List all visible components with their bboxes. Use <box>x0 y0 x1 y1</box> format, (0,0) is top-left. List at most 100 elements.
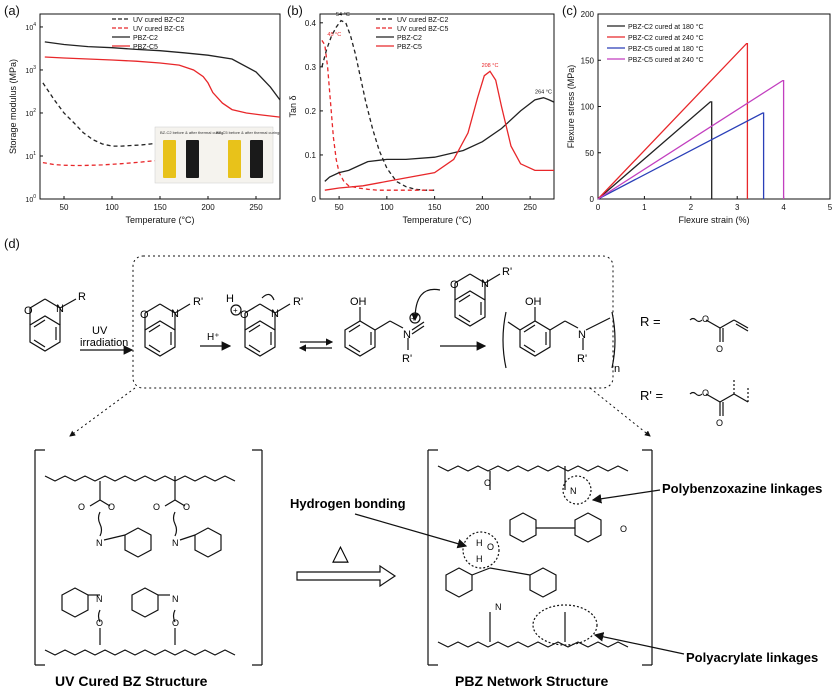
x-tick-label: 4 <box>781 203 786 212</box>
svg-text:O: O <box>620 524 627 534</box>
rprime-definition: R' = <box>640 388 663 403</box>
x-axis-label: Temperature (°C) <box>125 215 194 225</box>
yellow-sample-c5 <box>228 140 241 178</box>
svg-text:N: N <box>570 486 577 496</box>
legend-label-1: PBZ-C2 cured at 240 °C <box>628 34 704 42</box>
x-tick-label: 5 <box>828 203 833 212</box>
legend-label-1: UV cured BZ-C5 <box>133 26 184 33</box>
panel-label-d: (d) <box>4 236 20 251</box>
panel-label-b: (b) <box>287 3 303 18</box>
left-dotted-arrow <box>69 387 136 437</box>
benzoxazine-rprime <box>144 303 191 357</box>
methacrylate-ester-group <box>689 378 749 416</box>
svg-text:O: O <box>108 502 115 512</box>
reaction-scheme: O N R UV irradiation O N R' H⁺ H + O N R… <box>24 255 822 689</box>
legend-label-1: UV cured BZ-C5 <box>397 26 448 33</box>
x-tick-label: 250 <box>249 203 263 212</box>
svg-text:H: H <box>476 538 483 548</box>
svg-text:O: O <box>716 344 723 354</box>
panel-label-c: (c) <box>562 3 578 18</box>
x-tick-label: 50 <box>60 203 69 212</box>
protonated-oxazine <box>230 293 291 357</box>
x-tick-label: 200 <box>476 203 490 212</box>
inset-photo: BZ-C2 before & after thermal curing BZ-C… <box>154 126 279 184</box>
inset-label-c5: BZ-C5 before & after thermal curing <box>216 130 279 135</box>
svg-text:H: H <box>226 293 234 305</box>
legend-label-2: PBZ-C5 cured at 180 °C <box>628 45 704 53</box>
peak-annotation-c5: 45 °C <box>327 32 341 38</box>
svg-text:O: O <box>153 502 160 512</box>
mechanism-box <box>132 255 614 389</box>
polybenzoxazine-repeat <box>502 307 616 369</box>
series-line-1 <box>42 159 161 167</box>
series-line-3 <box>44 56 281 118</box>
x-axis-label: Flexure strain (%) <box>678 215 749 225</box>
y-tick-label: 103 <box>25 65 36 75</box>
svg-text:O: O <box>487 542 494 552</box>
series-line-1 <box>321 40 435 191</box>
legend-label-0: UV cured BZ-C2 <box>397 17 448 24</box>
y-tick-label: 100 <box>25 194 36 204</box>
series-line-2 <box>597 112 765 200</box>
polyacrylate-label: Polyacrylate linkages <box>686 650 818 665</box>
x-tick-label: 250 <box>523 203 537 212</box>
hydrogen-bonding-label: Hydrogen bonding <box>290 496 406 511</box>
svg-text:O: O <box>183 502 190 512</box>
acrylate-group <box>689 317 749 342</box>
svg-text:O: O <box>702 314 709 324</box>
svg-text:O: O <box>78 502 85 512</box>
svg-text:R': R' <box>293 296 303 308</box>
x-tick-label: 1 <box>642 203 647 212</box>
legend-label-2: PBZ-C2 <box>133 35 158 42</box>
irradiation-label: irradiation <box>80 337 128 349</box>
svg-text:N: N <box>578 329 586 341</box>
svg-text:O: O <box>716 418 723 428</box>
y-tick-label: 0.1 <box>305 151 317 160</box>
svg-text:H: H <box>476 554 483 564</box>
y-tick-label: 0.3 <box>305 63 317 72</box>
y-tick-label: 150 <box>581 56 595 65</box>
peak-annotation-pbz-c5: 208 °C <box>482 63 499 69</box>
svg-text:N: N <box>481 278 489 290</box>
y-axis-label: Storage modulus (MPa) <box>8 59 18 154</box>
uv-label: UV <box>92 325 108 337</box>
svg-text:N: N <box>172 594 179 604</box>
svg-text:N: N <box>96 594 103 604</box>
x-axis-label: Temperature (°C) <box>402 215 471 225</box>
x-tick-label: 2 <box>689 203 694 212</box>
svg-text:+: + <box>411 314 416 323</box>
svg-text:R': R' <box>402 353 412 365</box>
x-tick-label: 50 <box>335 203 344 212</box>
peak-annotation-pbz-c2: 264 °C <box>535 89 552 95</box>
legend-label-3: PBZ-C5 <box>397 44 422 51</box>
svg-text:N: N <box>56 303 64 315</box>
r-definition: R = <box>640 314 661 329</box>
x-tick-label: 150 <box>428 203 442 212</box>
x-tick-label: 100 <box>105 203 119 212</box>
svg-text:R': R' <box>502 266 512 278</box>
plot-frame <box>319 13 555 200</box>
svg-text:N: N <box>96 538 103 548</box>
series-line-3 <box>324 70 554 191</box>
series-line-2 <box>324 97 555 182</box>
polybenzoxazine-label: Polybenzoxazine linkages <box>662 481 822 496</box>
black-sample-c5 <box>250 140 263 178</box>
repeat-n: n <box>614 363 620 375</box>
legend-label-3: PBZ-C5 cured at 240 °C <box>628 56 704 64</box>
pbz-network-structure <box>427 449 653 666</box>
svg-text:OH: OH <box>350 296 367 308</box>
uv-cured-bz-structure <box>34 449 263 666</box>
series-line-1 <box>597 42 749 200</box>
heat-arrow <box>296 564 397 588</box>
svg-text:O: O <box>484 478 491 488</box>
svg-text:O: O <box>24 305 33 317</box>
legend-label-3: PBZ-C5 <box>133 44 158 51</box>
uv-cured-title: UV Cured BZ Structure <box>55 673 208 689</box>
legend-label-0: UV cured BZ-C2 <box>133 17 184 24</box>
x-tick-label: 100 <box>380 203 394 212</box>
y-tick-label: 0 <box>590 195 595 204</box>
y-tick-label: 104 <box>25 22 36 32</box>
svg-text:O: O <box>172 618 179 628</box>
